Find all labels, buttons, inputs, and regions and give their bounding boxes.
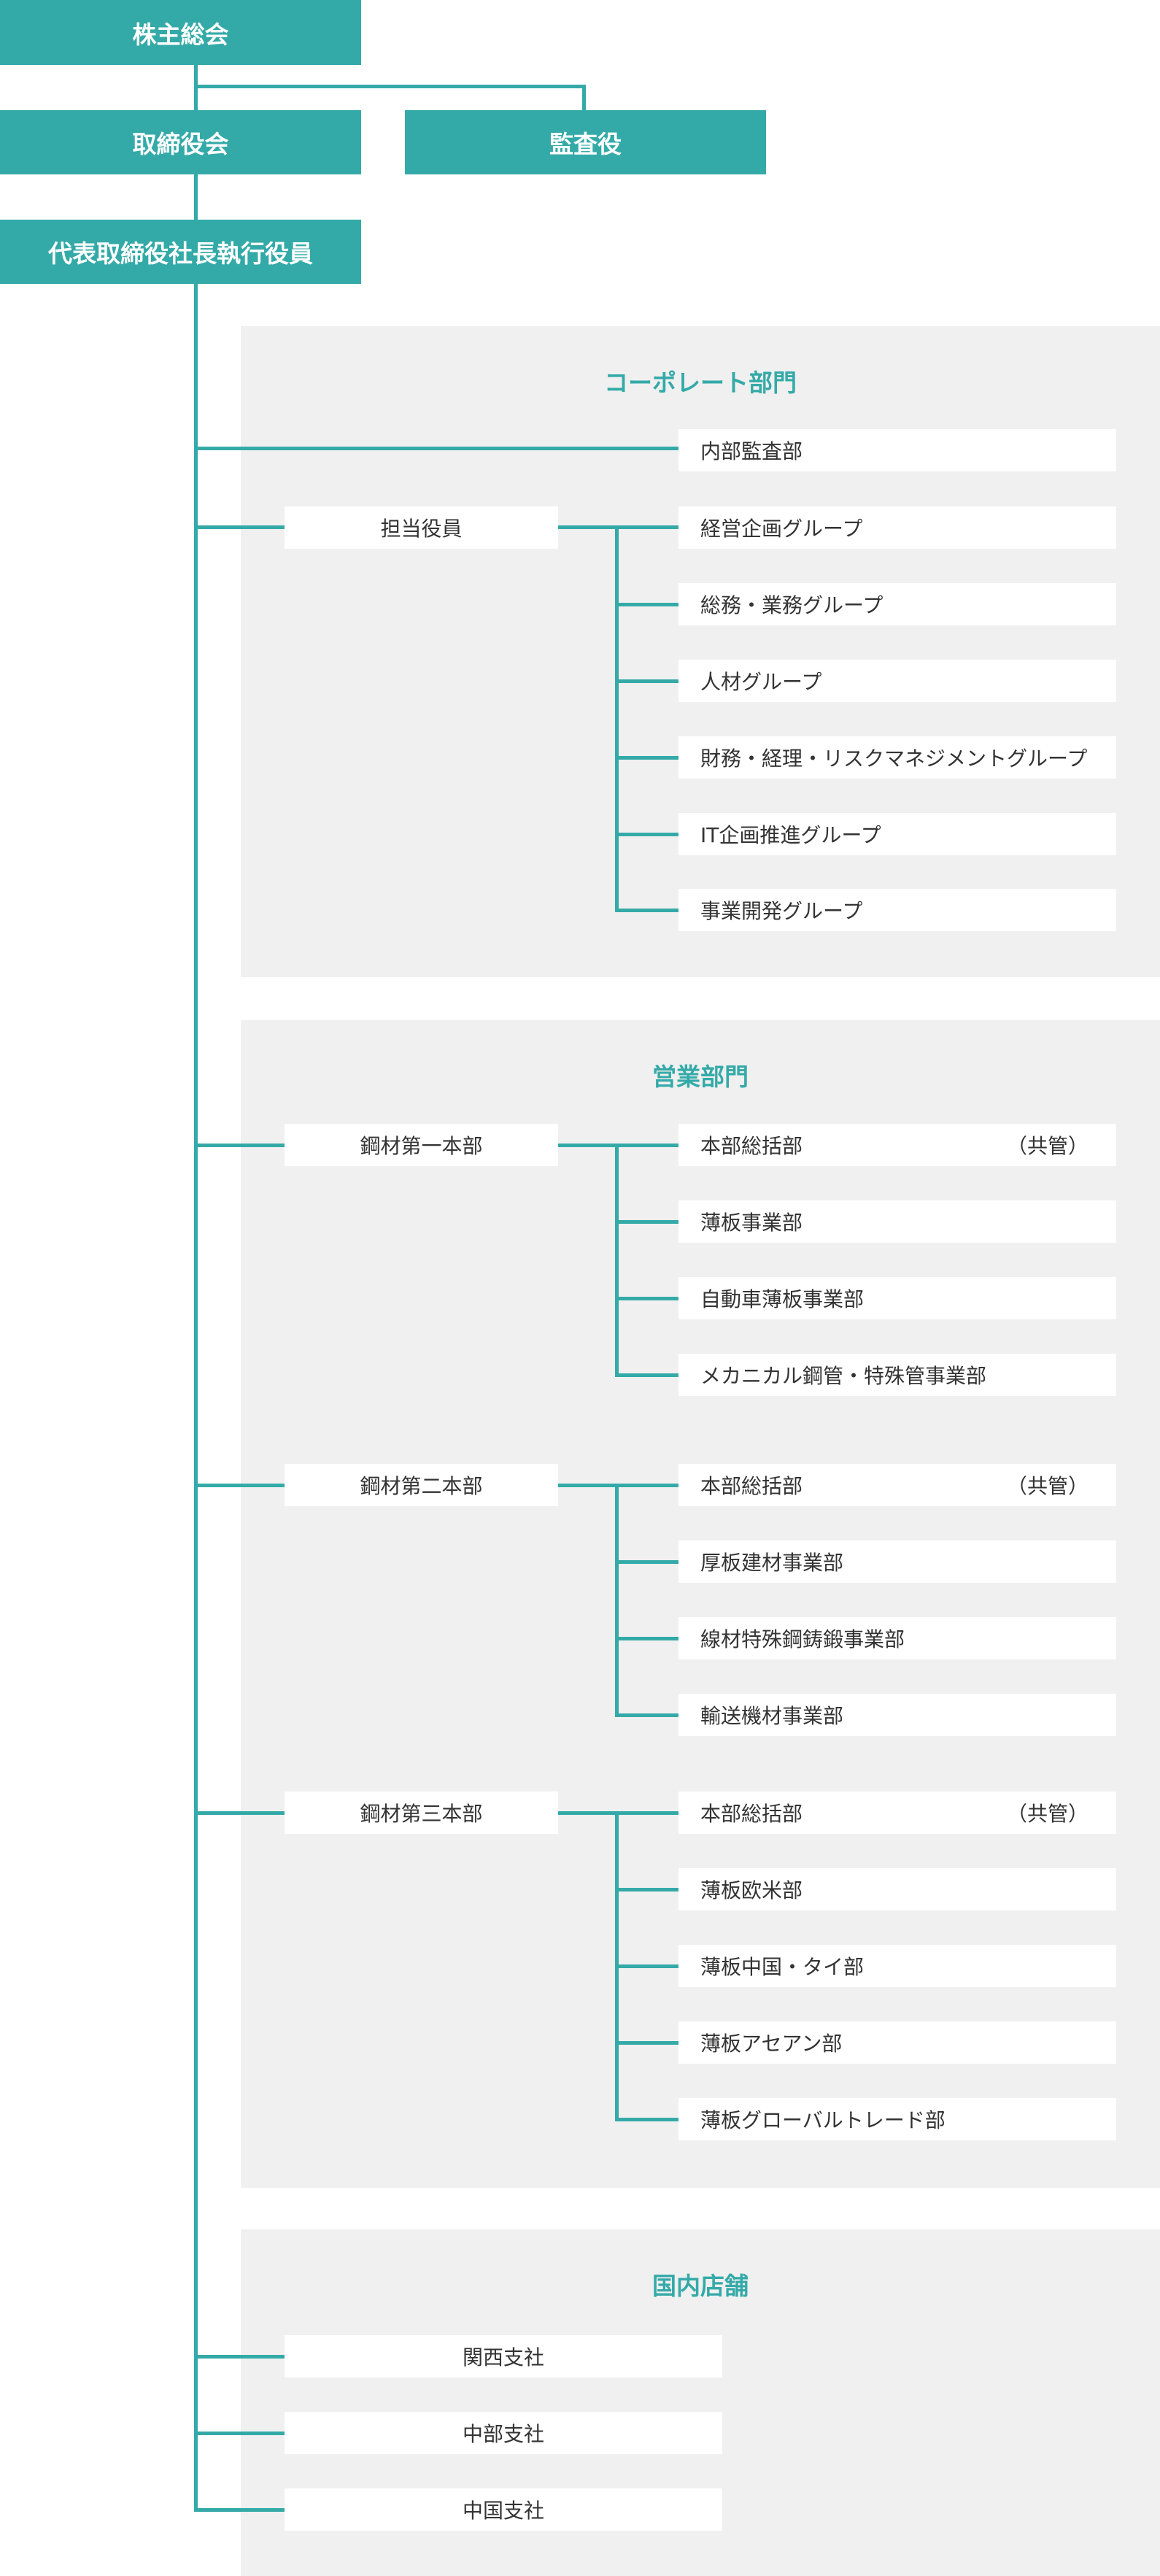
hq2-branch-line — [615, 1484, 678, 1487]
branch-box: 関西支社 — [285, 2335, 722, 2378]
hq3-branch-line — [615, 1811, 678, 1815]
hq1-branch-line — [615, 1297, 678, 1300]
hq3-branch-line — [615, 2041, 678, 2045]
corporate-group-box: 財務・経理・リスクマネジメントグループ — [678, 736, 1116, 779]
dept-name: 本部総括部 — [700, 1134, 803, 1158]
dept-name: 本部総括部 — [700, 1802, 803, 1826]
internal-audit-link-line — [194, 447, 678, 450]
auditor-link-line — [194, 85, 586, 88]
hq3-dept-box: 薄板アセアン部 — [678, 2021, 1116, 2064]
branch-link-line — [194, 2508, 285, 2512]
corp-branch-line — [615, 603, 678, 606]
sales-panel — [241, 1020, 1160, 2188]
hq1-branch-line — [615, 1144, 678, 1147]
corporate-group-box: 総務・業務グループ — [678, 583, 1116, 625]
hq3-dept-box: 薄板グローバルトレード部 — [678, 2098, 1116, 2140]
hq2-out-line — [558, 1484, 616, 1487]
branch-link-line — [194, 2432, 285, 2435]
board-of-directors-box: 取締役会 — [0, 110, 361, 174]
corporate-group-box: 経営企画グループ — [678, 506, 1116, 549]
corporate-group-spine — [615, 525, 619, 912]
main-trunk-line — [194, 64, 198, 2512]
hq1-dept-box: 薄板事業部 — [678, 1200, 1116, 1243]
joint-management-note: （共管） — [1006, 1474, 1089, 1498]
hq2-dept-box: 線材特殊鋼鋳鍛事業部 — [678, 1617, 1116, 1659]
corp-branch-line — [615, 833, 678, 836]
corporate-group-box: 事業開発グループ — [678, 889, 1116, 931]
steel-hq3-box: 鋼材第三本部 — [285, 1792, 558, 1834]
president-box: 代表取締役社長執行役員 — [0, 220, 361, 284]
hq2-branch-line — [615, 1637, 678, 1640]
hq2-link-line — [194, 1484, 285, 1487]
auditor-drop-line — [582, 85, 586, 110]
steel-hq2-box: 鋼材第二本部 — [285, 1464, 558, 1506]
corporate-panel — [241, 326, 1160, 977]
hq1-dept-box: 自動車薄板事業部 — [678, 1277, 1116, 1319]
hq2-dept-box: 輸送機材事業部 — [678, 1694, 1116, 1736]
joint-management-note: （共管） — [1006, 1802, 1089, 1826]
hq2-branch-line — [615, 1560, 678, 1564]
dept-name: 本部総括部 — [700, 1474, 803, 1498]
corporate-group-box: 人材グループ — [678, 660, 1116, 702]
hq1-dept-box: メカニカル鋼管・特殊管事業部 — [678, 1354, 1116, 1396]
internal-audit-box: 内部監査部 — [678, 429, 1116, 471]
branch-box: 中部支社 — [285, 2412, 722, 2454]
branch-link-line — [194, 2355, 285, 2359]
hq3-out-line — [558, 1811, 616, 1815]
hq2-spine — [615, 1484, 619, 1717]
branch-box: 中国支社 — [285, 2488, 722, 2531]
hq2-dept-box: 厚板建材事業部 — [678, 1540, 1116, 1583]
hq3-branch-line — [615, 1964, 678, 1968]
shareholders-meeting-box: 株主総会 — [0, 0, 361, 65]
corporate-section-title: コーポレート部門 — [604, 369, 797, 397]
domestic-section-title: 国内店舗 — [652, 2272, 749, 2300]
joint-management-note: （共管） — [1006, 1134, 1089, 1158]
corp-branch-line — [615, 525, 678, 529]
hq1-out-line — [558, 1144, 616, 1147]
hq1-link-line — [194, 1144, 285, 1147]
officer-out-line — [558, 525, 616, 529]
hq1-branch-line — [615, 1220, 678, 1224]
corp-branch-line — [615, 756, 678, 760]
hq2-dept-box: 本部総括部 （共管） — [678, 1464, 1116, 1506]
hq1-dept-box: 本部総括部 （共管） — [678, 1124, 1116, 1166]
hq1-spine — [615, 1144, 619, 1377]
corporate-officer-box: 担当役員 — [285, 506, 558, 549]
steel-hq1-box: 鋼材第一本部 — [285, 1124, 558, 1166]
officer-link-line — [194, 525, 285, 529]
corp-branch-line — [615, 909, 678, 912]
hq3-link-line — [194, 1811, 285, 1815]
hq3-dept-box: 本部総括部 （共管） — [678, 1792, 1116, 1834]
corporate-group-box: IT企画推進グループ — [678, 813, 1116, 855]
hq1-branch-line — [615, 1373, 678, 1377]
auditor-box: 監査役 — [405, 110, 766, 174]
hq3-branch-line — [615, 2118, 678, 2121]
hq2-branch-line — [615, 1713, 678, 1717]
hq3-dept-box: 薄板中国・タイ部 — [678, 1945, 1116, 1987]
corp-branch-line — [615, 679, 678, 683]
sales-section-title: 営業部門 — [652, 1063, 749, 1091]
hq3-branch-line — [615, 1888, 678, 1891]
hq3-dept-box: 薄板欧米部 — [678, 1868, 1116, 1910]
